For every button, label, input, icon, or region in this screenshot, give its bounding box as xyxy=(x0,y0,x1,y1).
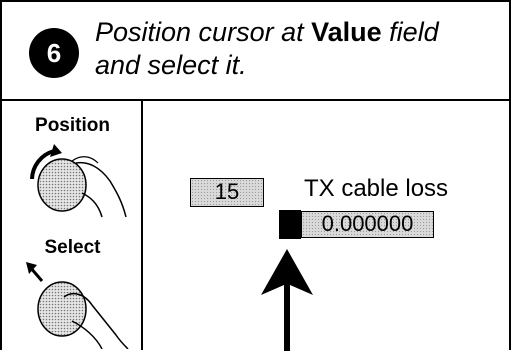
control-legend: Position Select xyxy=(2,101,143,350)
rotary-knob-turn-icon xyxy=(30,144,127,218)
rotary-knob-press-icon xyxy=(26,262,129,349)
number-field: 15 xyxy=(190,178,264,207)
instruction-prefix: Position cursor at xyxy=(95,17,304,47)
instruction-mid: field xyxy=(389,17,439,47)
value-field[interactable]: 0.000000 xyxy=(301,211,434,238)
up-arrow-icon xyxy=(261,249,313,351)
cursor-marker xyxy=(279,210,301,239)
display-area: 15 TX cable loss 0.000000 xyxy=(143,101,509,351)
step-instruction: Position cursor at Value field and selec… xyxy=(95,16,495,82)
step-number-badge: 6 xyxy=(29,28,79,78)
select-label: Select xyxy=(44,237,101,258)
instruction-keyword: Value xyxy=(311,17,382,47)
instruction-line2: and select it. xyxy=(95,50,247,80)
position-label: Position xyxy=(35,115,110,136)
field-label: TX cable loss xyxy=(304,175,449,202)
step-header: 6 Position cursor at Value field and sel… xyxy=(2,2,509,101)
